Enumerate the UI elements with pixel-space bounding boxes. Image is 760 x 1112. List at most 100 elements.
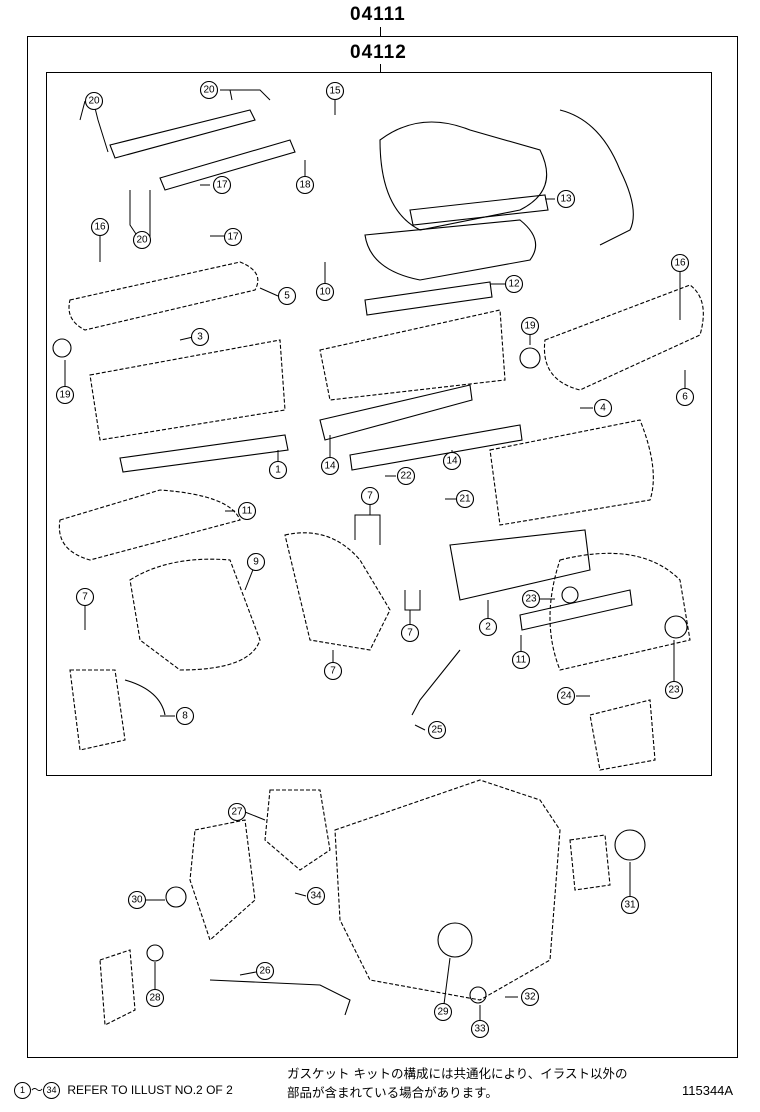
footer-refer-note: 1～34 REFER TO ILLUST NO.2 OF 2 <box>14 1081 233 1100</box>
svg-text:27: 27 <box>231 807 243 818</box>
svg-text:32: 32 <box>524 992 536 1003</box>
callout-20-top-left: 20 <box>84 91 104 111</box>
callout-28: 28 <box>145 988 165 1008</box>
svg-text:4: 4 <box>600 403 606 414</box>
callout-7-right: 7 <box>400 623 420 643</box>
outer-kit-leader <box>380 27 382 37</box>
svg-text:33: 33 <box>474 1024 486 1035</box>
svg-text:14: 14 <box>446 456 458 467</box>
part-outlines <box>52 109 704 1026</box>
callout-26: 26 <box>255 961 275 981</box>
inner-kit-part-number: 04112 <box>350 42 407 63</box>
svg-text:10: 10 <box>319 287 331 298</box>
svg-text:23: 23 <box>525 594 537 605</box>
callout-9: 9 <box>246 552 266 572</box>
outer-kit-part-number: 04111 <box>350 4 406 25</box>
svg-text:29: 29 <box>437 1007 449 1018</box>
japanese-note-line-2: 部品が含まれている場合があります。 <box>287 1085 498 1100</box>
callout-18: 18 <box>295 175 315 195</box>
callout-14-right: 14 <box>442 451 462 471</box>
callout-19-right: 19 <box>520 316 540 336</box>
refer-text: REFER TO ILLUST NO.2 OF 2 <box>67 1083 233 1097</box>
svg-text:16: 16 <box>94 222 106 233</box>
svg-text:9: 9 <box>253 557 259 568</box>
svg-text:31: 31 <box>624 900 636 911</box>
callout-14-left: 14 <box>320 456 340 476</box>
callout-7-bottom: 7 <box>323 661 343 681</box>
svg-text:3: 3 <box>197 332 203 343</box>
callout-23-upper: 23 <box>521 589 541 609</box>
callout-19-left: 19 <box>55 385 75 405</box>
callout-1: 1 <box>268 460 288 480</box>
callout-29: 29 <box>433 1002 453 1022</box>
svg-text:17: 17 <box>227 232 239 243</box>
svg-text:20: 20 <box>88 96 100 107</box>
range-separator: ～ <box>31 1083 44 1097</box>
callout-34: 34 <box>306 886 326 906</box>
callout-10: 10 <box>315 282 335 302</box>
callout-2: 2 <box>478 617 498 637</box>
outer-kit-frame <box>27 36 738 1058</box>
svg-text:6: 6 <box>682 392 688 403</box>
svg-text:17: 17 <box>216 180 228 191</box>
svg-text:7: 7 <box>407 628 413 639</box>
callout-7-left: 7 <box>75 587 95 607</box>
callout-4: 4 <box>593 398 613 418</box>
callout-27: 27 <box>227 802 247 822</box>
inner-kit-leader <box>380 64 382 73</box>
callout-13: 13 <box>556 189 576 209</box>
callout-30: 30 <box>127 890 147 910</box>
svg-text:25: 25 <box>431 725 443 736</box>
leader-lines <box>64 89 686 1029</box>
callout-7-top: 7 <box>360 486 380 506</box>
illustration-number: 115344A <box>682 1083 734 1098</box>
callout-16-left: 16 <box>90 217 110 237</box>
callout-20-top-center: 20 <box>199 80 219 100</box>
svg-text:11: 11 <box>242 506 253 517</box>
callout-11-right: 11 <box>511 650 531 670</box>
svg-text:13: 13 <box>560 194 572 205</box>
svg-text:34: 34 <box>310 891 322 902</box>
callout-8: 8 <box>175 706 195 726</box>
range-end-badge: 34 <box>43 1082 61 1100</box>
svg-text:12: 12 <box>508 279 520 290</box>
svg-text:26: 26 <box>259 966 271 977</box>
callout-22: 22 <box>396 466 416 486</box>
callout-20-bottom: 20 <box>132 230 152 250</box>
callout-15: 15 <box>325 81 345 101</box>
svg-text:8: 8 <box>182 711 188 722</box>
callout-5: 5 <box>277 286 297 306</box>
svg-text:14: 14 <box>324 461 336 472</box>
svg-text:28: 28 <box>149 993 161 1004</box>
svg-text:30: 30 <box>131 895 143 906</box>
svg-text:19: 19 <box>524 321 536 332</box>
callout-24: 24 <box>556 686 576 706</box>
svg-text:11: 11 <box>516 655 527 666</box>
svg-text:7: 7 <box>330 666 336 677</box>
svg-text:1: 1 <box>275 465 281 476</box>
callout-17-upper: 17 <box>212 175 232 195</box>
callout-23-lower: 23 <box>664 680 684 700</box>
callout-12: 12 <box>504 274 524 294</box>
svg-text:2: 2 <box>485 622 491 633</box>
callout-11-left: 11 <box>237 501 257 521</box>
svg-text:21: 21 <box>459 494 471 505</box>
callout-31: 31 <box>620 895 640 915</box>
svg-text:19: 19 <box>59 390 71 401</box>
svg-text:24: 24 <box>560 691 572 702</box>
callout-21: 21 <box>455 489 475 509</box>
range-start-badge: 1 <box>14 1082 31 1100</box>
svg-text:20: 20 <box>136 235 148 246</box>
callout-16-right: 16 <box>670 253 690 273</box>
callout-33: 33 <box>470 1019 490 1039</box>
svg-text:5: 5 <box>284 291 290 302</box>
svg-text:7: 7 <box>367 491 373 502</box>
svg-text:20: 20 <box>203 85 215 96</box>
callout-25: 25 <box>427 720 447 740</box>
svg-text:7: 7 <box>82 592 88 603</box>
svg-text:16: 16 <box>674 258 686 269</box>
svg-text:22: 22 <box>400 471 412 482</box>
svg-text:15: 15 <box>329 86 341 97</box>
callout-32: 32 <box>520 987 540 1007</box>
